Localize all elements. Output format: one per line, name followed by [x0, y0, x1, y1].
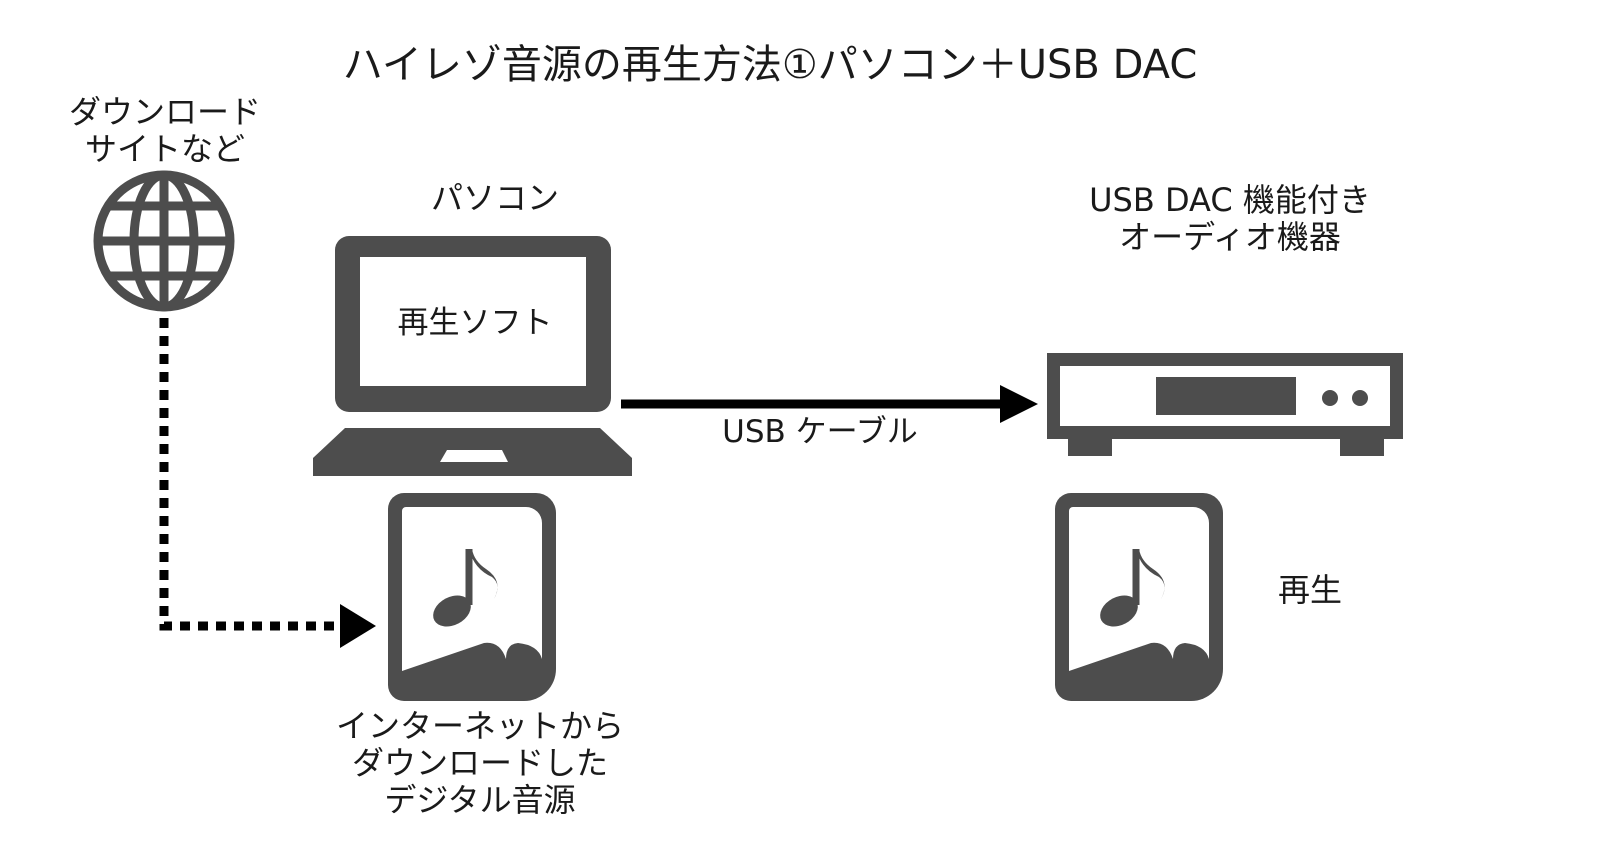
source-music-file-icon — [388, 493, 556, 701]
pc-label: パソコン — [430, 179, 559, 217]
playback-label: 再生 — [1277, 571, 1342, 609]
audio-device-icon — [1047, 353, 1403, 456]
usb-cable-arrow — [621, 385, 1038, 423]
source-file-label: インターネットから ダウンロードした デジタル音源 — [335, 707, 624, 819]
playback-software-label: 再生ソフト — [397, 305, 553, 341]
playback-music-file-icon — [1055, 493, 1223, 701]
laptop-icon — [313, 236, 632, 476]
download-site-label: ダウンロード サイトなど — [68, 93, 261, 168]
usb-cable-label: USB ケーブル — [722, 414, 918, 450]
download-arrow — [159, 318, 376, 648]
globe-icon — [93, 170, 235, 312]
dac-device-label: USB DAC 機能付き オーディオ機器 — [1089, 181, 1371, 256]
diagram-title: ハイレゾ音源の再生方法①パソコン＋USB DAC — [342, 42, 1198, 88]
